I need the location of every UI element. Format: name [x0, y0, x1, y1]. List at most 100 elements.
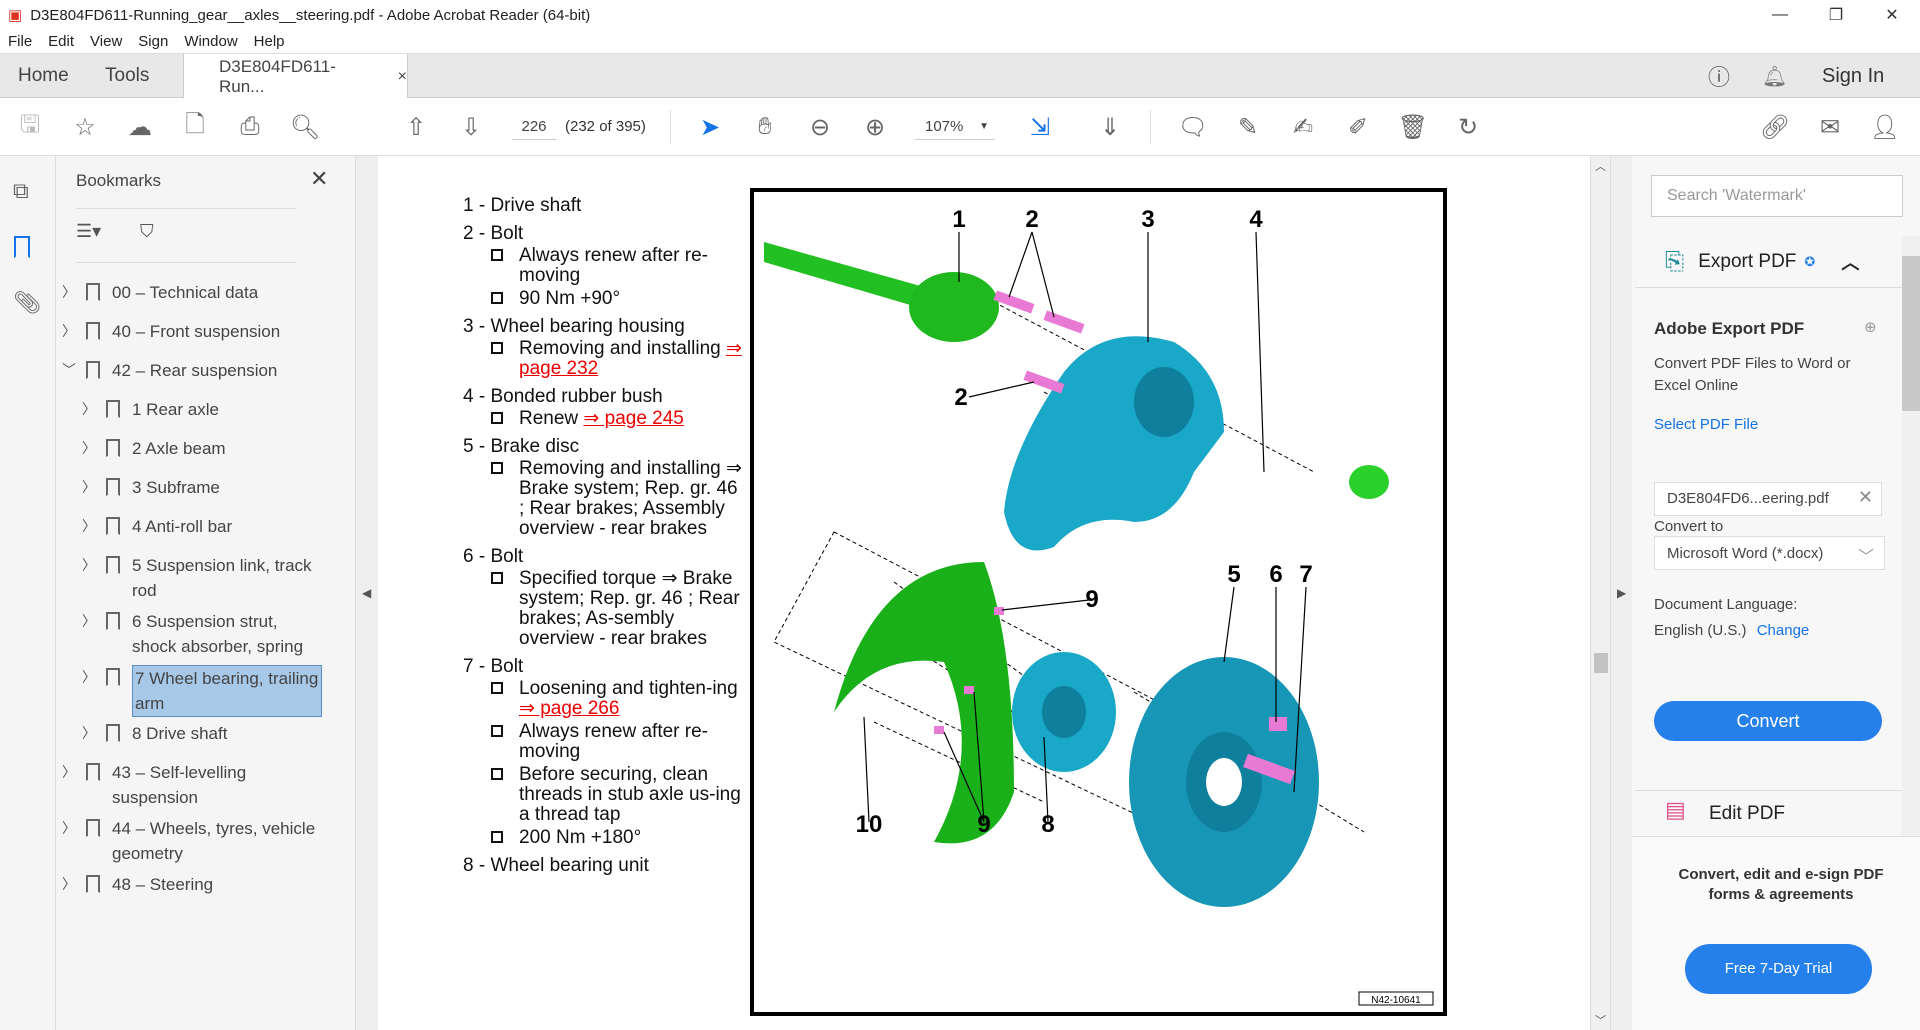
bookmark-item[interactable]: 〉2 Axle beam	[62, 436, 322, 461]
close-tab-icon[interactable]: ×	[397, 67, 407, 85]
scrollbar-thumb[interactable]	[1594, 653, 1608, 673]
add-user-icon[interactable]: 👤︎	[1869, 113, 1901, 141]
bookmark-item[interactable]: 〉43 – Self-levelling suspension	[62, 760, 322, 810]
bookmark-label: 3 Subframe	[132, 478, 220, 497]
bookmarks-icon[interactable]	[14, 236, 30, 258]
protect-file-icon[interactable]: 🗋	[185, 110, 205, 138]
hand-tool-icon[interactable]: ✋︎	[758, 113, 772, 140]
close-panel-icon[interactable]: ✕	[310, 166, 329, 191]
chevron-right-icon[interactable]: 〉	[62, 284, 76, 300]
item-text: 200 Nm +180°	[519, 827, 642, 848]
bookmark-item[interactable]: 〉00 – Technical data	[62, 280, 322, 305]
collapse-right-panel[interactable]: ▶	[1610, 156, 1632, 1030]
page-fit-icon[interactable]: ⇲	[1029, 113, 1051, 141]
add-bookmark-icon[interactable]: ⛉	[140, 221, 154, 241]
save-icon[interactable]: 🖫	[19, 110, 41, 138]
sign-in-button[interactable]: Sign In	[1822, 64, 1885, 87]
chevron-right-icon[interactable]: 〉	[62, 876, 76, 892]
selected-file-field[interactable]: D3E804FD6...eering.pdf✕	[1654, 482, 1882, 516]
zoom-select[interactable]: 107%▼	[915, 114, 995, 140]
scroll-up-icon[interactable]: ︿	[1595, 161, 1606, 173]
search-zoom-icon[interactable]: 🔍︎	[289, 113, 321, 141]
page-link[interactable]: ⇒ page 245	[583, 408, 684, 429]
delete-icon[interactable]: 🗑︎	[1397, 113, 1429, 141]
search-tools-input[interactable]: Search 'Watermark'	[1651, 175, 1903, 217]
rotate-icon[interactable]: ↻	[1457, 113, 1479, 141]
stamp-icon[interactable]: ✐	[1347, 113, 1369, 141]
comment-icon[interactable]: 🗨︎	[1177, 113, 1209, 141]
edit-pdf-label: Edit PDF	[1709, 803, 1786, 821]
chevron-right-icon[interactable]: 〉	[82, 440, 96, 456]
next-page-icon[interactable]: ⇩	[460, 113, 482, 141]
page-thumbnails-icon[interactable]: ⧉	[13, 178, 29, 203]
collapse-left-panel[interactable]: ◀	[356, 156, 378, 1030]
pane-scrollbar[interactable]	[1902, 236, 1920, 836]
bell-icon[interactable]: 🔔︎	[1762, 65, 1788, 88]
convert-format-select[interactable]: Microsoft Word (*.docx)﹀	[1654, 536, 1885, 570]
chevron-right-icon[interactable]: 〉	[62, 323, 76, 339]
bookmark-item[interactable]: 〉40 – Front suspension	[62, 319, 322, 344]
upload-cloud-icon[interactable]: ☁	[128, 113, 152, 141]
scroll-mode-icon[interactable]: ⇓	[1099, 113, 1121, 141]
highlight-pen-icon[interactable]: ✎	[1237, 113, 1259, 141]
previous-page-icon[interactable]: ⇧	[405, 113, 427, 141]
bookmark-item[interactable]: 〉 3 Subframe	[62, 475, 322, 500]
help-icon[interactable]: ⓘ	[1708, 65, 1731, 90]
maximize-button[interactable]: ❐	[1828, 7, 1844, 24]
bookmark-item[interactable]: 〉5 Suspension link, track rod	[62, 553, 322, 603]
page-number-input[interactable]: 226	[512, 114, 556, 140]
rubber-bush-shape	[1349, 465, 1389, 499]
chevron-down-icon[interactable]: ﹀	[62, 362, 76, 378]
close-window-button[interactable]: ✕	[1885, 7, 1899, 24]
tab-tools[interactable]: Tools	[105, 65, 150, 86]
export-pdf-header[interactable]: ⎘ Export PDF ✪ ︿	[1635, 236, 1902, 288]
chevron-right-icon[interactable]: 〉	[62, 764, 76, 780]
sign-icon[interactable]: ✍︎	[1292, 113, 1314, 141]
menu-edit[interactable]: Edit	[48, 33, 75, 50]
chevron-right-icon[interactable]: 〉	[82, 725, 96, 741]
tab-document[interactable]: D3E804FD611-Run... ×	[183, 54, 408, 99]
scroll-down-icon[interactable]: ﹀	[1595, 1015, 1606, 1027]
bookmark-label: 1 Rear axle	[132, 400, 219, 419]
menu-window[interactable]: Window	[184, 33, 238, 50]
chevron-right-icon[interactable]: 〉	[82, 401, 96, 417]
menu-file[interactable]: File	[8, 33, 33, 50]
chevron-up-icon[interactable]: ︿	[1841, 252, 1860, 273]
options-menu-icon[interactable]: ☰▾	[76, 221, 102, 241]
zoom-out-icon[interactable]: ⊖	[809, 113, 831, 141]
page-link[interactable]: ⇒ page 266	[519, 698, 620, 719]
clear-file-icon[interactable]: ✕	[1857, 487, 1873, 507]
tab-home[interactable]: Home	[18, 65, 69, 86]
free-trial-button[interactable]: Free 7-Day Trial	[1685, 944, 1872, 994]
bookmark-item[interactable]: 〉7 Wheel bearing, trailing arm	[62, 665, 322, 717]
bookmark-item[interactable]: 〉4 Anti-roll bar	[62, 514, 322, 539]
bookmark-star-icon[interactable]: ☆	[74, 113, 96, 141]
menu-sign[interactable]: Sign	[138, 33, 169, 50]
zoom-in-icon[interactable]: ⊕	[864, 113, 886, 141]
page-link[interactable]: ⇒ page 232	[519, 338, 742, 379]
attachments-icon[interactable]: 📎︎	[13, 290, 41, 315]
email-icon[interactable]: ✉	[1819, 113, 1841, 141]
share-link-icon[interactable]: 🔗︎	[1759, 113, 1791, 141]
bookmark-item[interactable]: 〉48 – Steering	[62, 872, 322, 897]
edit-pdf-item[interactable]: ▤Edit PDF	[1635, 791, 1902, 821]
vertical-scrollbar[interactable]: ︿ ﹀	[1590, 156, 1610, 1030]
menu-view[interactable]: View	[90, 33, 123, 50]
bookmark-item[interactable]: 〉6 Suspension strut, shock absorber, spr…	[62, 609, 322, 659]
chevron-right-icon[interactable]: 〉	[82, 557, 96, 573]
bookmark-item[interactable]: 〉8 Drive shaft	[62, 721, 322, 746]
select-cursor-icon[interactable]: ➤	[699, 113, 721, 141]
chevron-right-icon[interactable]: 〉	[82, 669, 96, 685]
bookmark-item[interactable]: 〉44 – Wheels, tyres, vehicle geometry	[62, 816, 322, 866]
minimize-button[interactable]: —	[1772, 6, 1788, 23]
chevron-right-icon[interactable]: 〉	[62, 820, 76, 836]
bookmark-item[interactable]: ﹀42 – Rear suspension	[62, 358, 322, 383]
chevron-right-icon[interactable]: 〉	[82, 613, 96, 629]
change-language-link[interactable]: Change	[1756, 622, 1810, 639]
menu-help[interactable]: Help	[253, 33, 285, 50]
chevron-right-icon[interactable]: 〉	[82, 518, 96, 534]
convert-button[interactable]: Convert	[1654, 701, 1882, 741]
print-icon[interactable]: ⎙	[240, 113, 260, 140]
bookmark-item[interactable]: 〉 1 Rear axle	[62, 397, 322, 422]
chevron-right-icon[interactable]: 〉	[82, 479, 96, 495]
